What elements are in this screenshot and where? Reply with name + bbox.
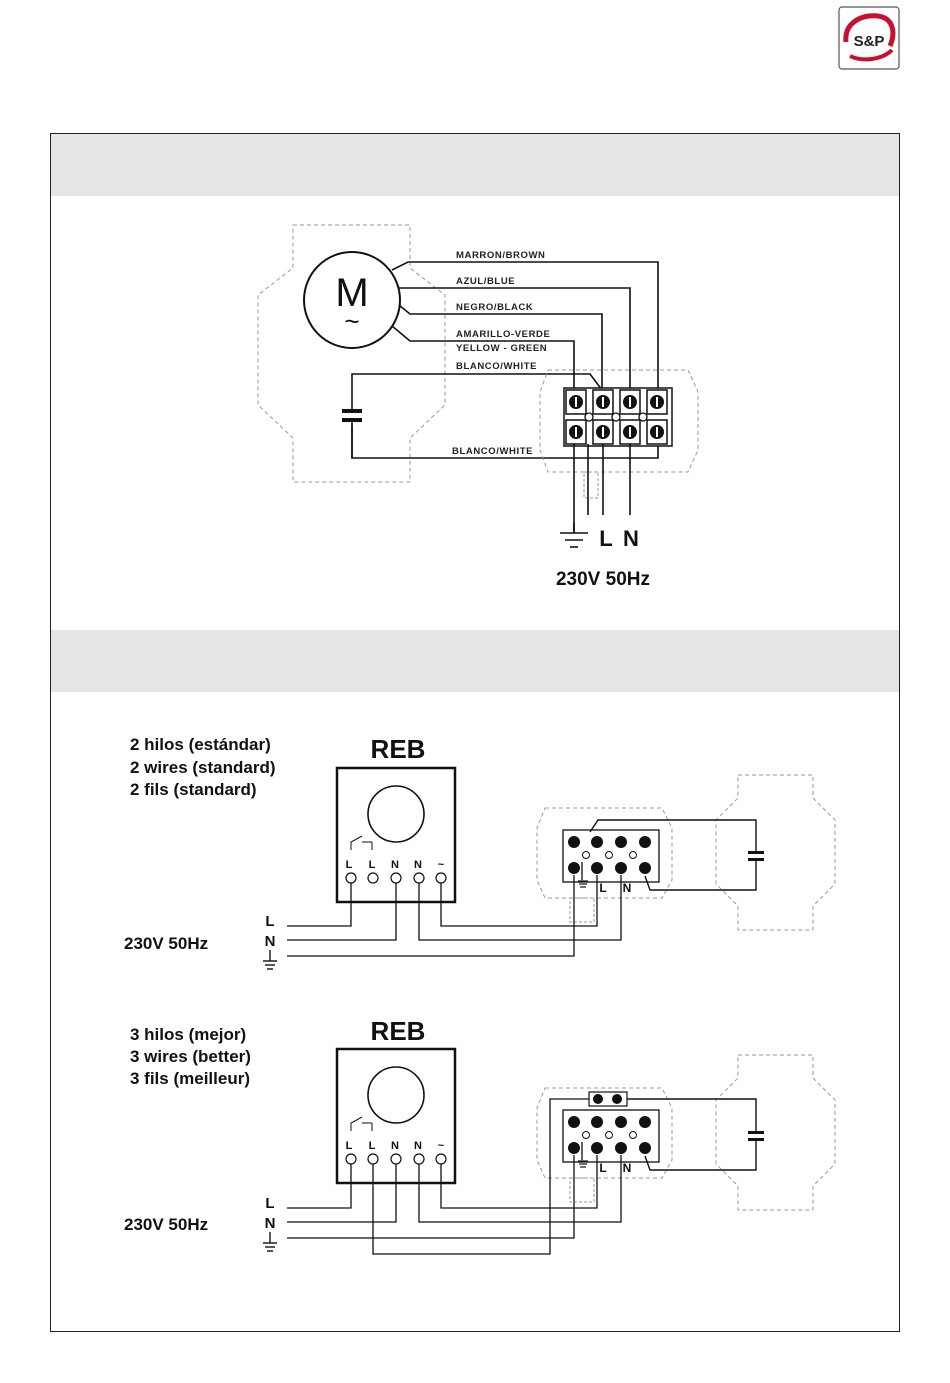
reb-knob: [368, 1067, 424, 1123]
motor-wiring-diagram: M ~ MARRON/BROWN AZUL/BLUE NEGRO/BLACK A…: [0, 0, 950, 640]
supply-label-L: L: [265, 913, 274, 930]
supply-voltage: 230V 50Hz: [556, 569, 650, 590]
ground-icon: [560, 522, 588, 547]
block-label-L: L: [599, 1161, 606, 1175]
wire-label-white-top: BLANCO/WHITE: [456, 361, 537, 372]
wire-label-white-bottom: BLANCO/WHITE: [452, 446, 533, 457]
title-en: 3 wires (better): [130, 1047, 251, 1066]
wire-label-yellow-green-en: YELLOW - GREEN: [456, 343, 547, 354]
reb-terminal-L1: L: [346, 1140, 353, 1152]
reb-terminal-L2: L: [369, 1140, 376, 1152]
terminal-block: [563, 1110, 659, 1162]
cable-gland: [584, 472, 598, 498]
fan-outline: [716, 775, 835, 930]
block-label-N: N: [623, 1161, 632, 1175]
supply-label-N: N: [623, 526, 639, 551]
supply-voltage: 230V 50Hz: [124, 1215, 208, 1234]
reb-terminal-N2: N: [414, 859, 422, 871]
capacitor-plate-top: [342, 409, 362, 413]
wire-label-blue: AZUL/BLUE: [456, 276, 515, 287]
thermal-contact-block: [589, 1092, 627, 1106]
supply-label-L: L: [599, 526, 612, 551]
reb-terminal-N1: N: [391, 859, 399, 871]
wire-label-brown: MARRON/BROWN: [456, 250, 546, 261]
motor-tilde: ~: [344, 306, 359, 336]
reb-terminal-N2: N: [414, 1140, 422, 1152]
controller-label: REB: [371, 734, 426, 764]
block-label-N: N: [623, 881, 632, 895]
reb-terminal-L2: L: [369, 859, 376, 871]
reb-terminal-out: ~: [438, 859, 445, 871]
reb-knob: [368, 786, 424, 842]
supply-label-N: N: [265, 1215, 276, 1232]
supply-label-L: L: [265, 1195, 274, 1212]
reb-terminal-L1: L: [346, 859, 353, 871]
controller-label: REB: [371, 1016, 426, 1046]
fan-outline: [716, 1055, 835, 1210]
ground-icon: [263, 950, 277, 969]
title-es: 3 hilos (mejor): [130, 1025, 246, 1044]
reb-terminal-out: ~: [438, 1140, 445, 1152]
title-fr: 2 fils (standard): [130, 780, 257, 799]
ground-icon: [263, 1232, 277, 1251]
reb-3-wire-diagram: 3 hilos (mejor) 3 wires (better) 3 fils …: [0, 1000, 950, 1270]
wire-label-black: NEGRO/BLACK: [456, 302, 533, 313]
reb-2-wire-diagram: 2 hilos (estándar) 2 wires (standard) 2 …: [0, 720, 950, 990]
title-es: 2 hilos (estándar): [130, 735, 271, 754]
capacitor-plate-bottom: [342, 418, 362, 422]
supply-label-N: N: [265, 933, 276, 950]
terminal-block: [563, 830, 659, 882]
supply-voltage: 230V 50Hz: [124, 934, 208, 953]
wire-label-yellow-green-es: AMARILLO-VERDE: [456, 329, 550, 340]
block-label-L: L: [599, 881, 606, 895]
terminal-block: [564, 388, 672, 446]
reb-terminal-N1: N: [391, 1140, 399, 1152]
title-fr: 3 fils (meilleur): [130, 1069, 250, 1088]
title-en: 2 wires (standard): [130, 758, 276, 777]
